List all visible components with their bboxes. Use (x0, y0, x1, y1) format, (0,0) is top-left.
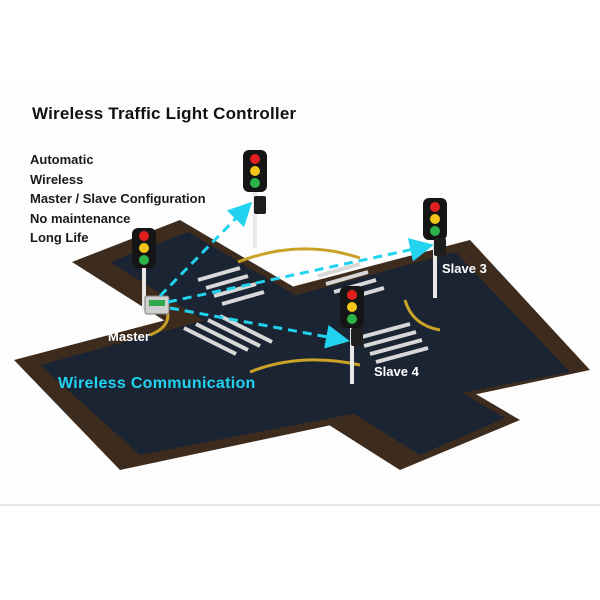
label-master: Master (108, 329, 150, 344)
feature-list: Automatic Wireless Master / Slave Config… (30, 150, 206, 248)
controller-box (144, 295, 170, 315)
traffic-light-slave-2 (243, 150, 267, 248)
banner-divider (0, 504, 600, 506)
curb-top (237, 247, 361, 264)
traffic-light-slave-3 (423, 198, 447, 298)
feature-item: Automatic (30, 152, 94, 167)
page-title: Wireless Traffic Light Controller (32, 104, 297, 123)
feature-item: Wireless (30, 171, 84, 187)
traffic-light-slave-4 (340, 286, 364, 384)
label-slave-4: Slave 4 (374, 364, 420, 379)
crosswalk-bottom (357, 322, 429, 364)
feature-item: Long Life (30, 230, 89, 245)
feature-item: No maintenance (30, 210, 131, 226)
traffic-light-master (132, 228, 156, 310)
feature-item: Master / Slave Configuration (30, 191, 206, 206)
crosswalk-left (183, 314, 273, 356)
label-slave-2: Slave 2 (262, 218, 307, 233)
curb-right (403, 299, 441, 332)
label-slave-3: Slave 3 (442, 261, 487, 276)
label-wireless-communication: Wireless Communication (58, 375, 256, 392)
curb-bottom (249, 358, 361, 374)
road-diagonal-b (40, 252, 570, 455)
link-to-slave-2 (158, 201, 253, 298)
